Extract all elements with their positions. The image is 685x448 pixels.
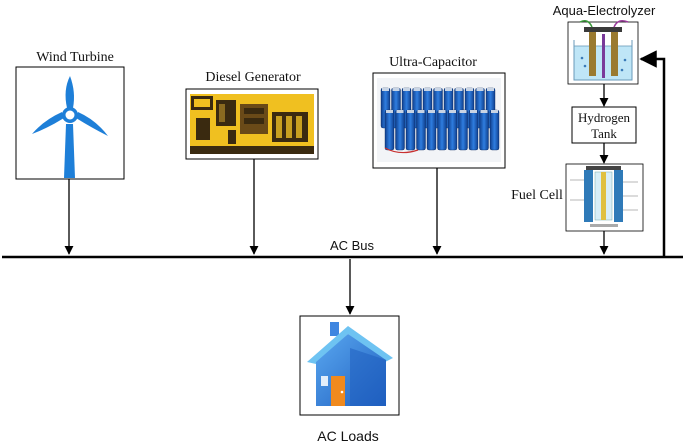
fuel-cell-icon (570, 166, 638, 227)
battery-pack-icon (377, 78, 501, 162)
hydrogen-tank-box (571, 106, 637, 144)
ac-loads-label: AC Loads (317, 428, 378, 444)
hydrogen-tank-label-line2: Tank (591, 126, 617, 141)
ultra-capacitor-label: Ultra-Capacitor (389, 55, 477, 70)
bus-to-electrolyzer-feedback-arrow (639, 50, 666, 257)
house-icon (307, 322, 393, 406)
aqua-electrolyzer-label: Aqua-Electrolyzer (553, 3, 656, 18)
ac-bus-label: AC Bus (330, 238, 375, 253)
wind-turbine-label: Wind Turbine (36, 50, 114, 65)
diesel-generator-icon (190, 94, 314, 154)
wind-turbine-icon (32, 76, 108, 178)
hydrogen-tank-label-line1: Hydrogen (578, 110, 630, 125)
fuel-cell-label: Fuel Cell (511, 188, 563, 203)
electrolyzer-icon (573, 20, 633, 81)
diesel-generator-label: Diesel Generator (205, 70, 301, 85)
